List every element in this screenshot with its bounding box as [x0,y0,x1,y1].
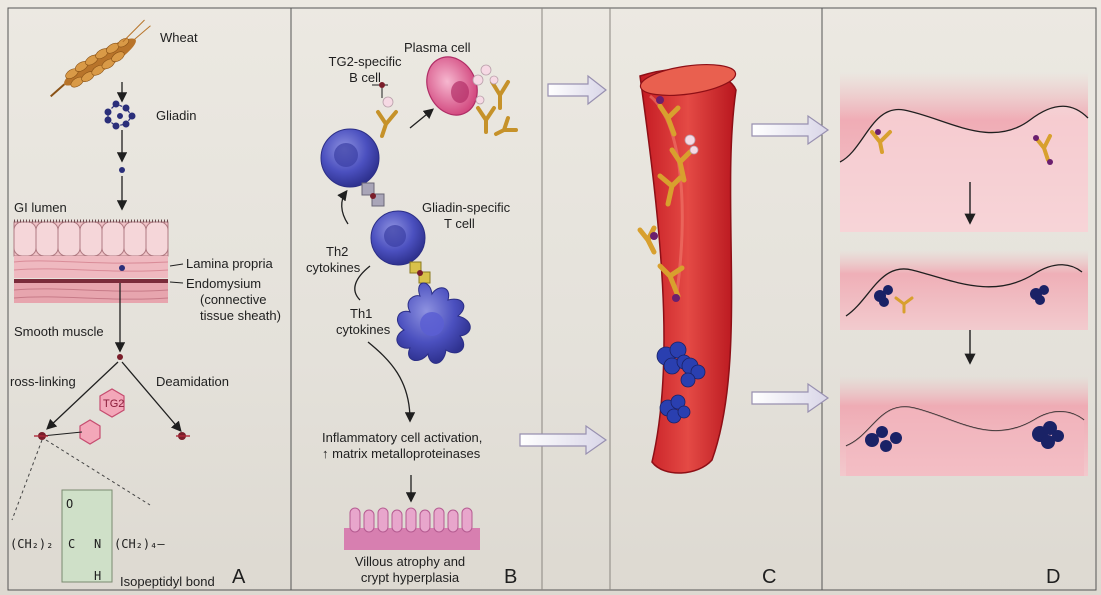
label-deamidation: Deamidation [156,374,229,390]
label-gliadin-t-cell-1: Gliadin-specific [422,200,510,216]
label-plasma-cell: Plasma cell [404,40,470,56]
t-cell-icon [371,211,425,265]
label-tg2-b-cell-2: B cell [320,70,410,86]
dendritic-cell-icon [397,283,470,363]
label-gliadin-t-cell-2: T cell [444,216,475,232]
panel-letter-d: D [1046,566,1060,589]
gliadin-molecule-icon [105,101,135,129]
label-th2-1: Th2 [326,244,348,260]
label-th2-2: cytokines [306,260,360,276]
label-th1-1: Th1 [350,306,372,322]
panel-letter-c: C [762,566,776,589]
label-tg2: TG2 [103,396,124,412]
label-inflammatory-1: Inflammatory cell activation, [322,430,482,446]
wheat-icon [43,19,158,102]
label-connective-2: tissue sheath) [200,308,281,324]
label-gi-lumen: GI lumen [14,200,67,216]
tissue-band-top [840,72,1088,232]
label-th1-2: cytokines [336,322,390,338]
label-lamina-propria: Lamina propria [186,256,273,272]
panel-letter-b: B [504,566,517,589]
panel-letter-a: A [232,566,245,589]
antibody-icon [478,82,516,134]
label-gliadin: Gliadin [156,108,196,124]
label-isopeptidyl-bond: Isopeptidyl bond [120,574,215,590]
chem-right-group: (CH₂)₄– [114,536,165,552]
plasma-cell-icon [418,49,487,124]
label-wheat: Wheat [160,30,198,46]
label-villous-2: crypt hyperplasia [340,570,480,586]
label-smooth-muscle: Smooth muscle [14,324,104,340]
tissue-band-middle [840,250,1088,330]
gliadin-peptide [119,167,125,173]
label-connective-1: (connective [200,292,266,308]
label-tg2-b-cell-1: TG2-specific [320,54,410,70]
villous-atrophy-icon [344,508,480,550]
chem-o: O [66,496,73,512]
epithelium [14,221,168,303]
chem-c: C [68,536,75,552]
chem-n: N [94,536,101,552]
tissue-band-bottom [840,376,1088,476]
label-inflammatory-2: ↑ matrix metalloproteinases [322,446,480,462]
chem-left-group: (CH₂)₂ [10,536,53,552]
label-villous-1: Villous atrophy and [340,554,480,570]
chem-h: H [94,568,101,584]
b-cell-icon [321,129,379,187]
label-endomysium: Endomysium [186,276,261,292]
label-cross-linking: ross-linking [10,374,76,390]
